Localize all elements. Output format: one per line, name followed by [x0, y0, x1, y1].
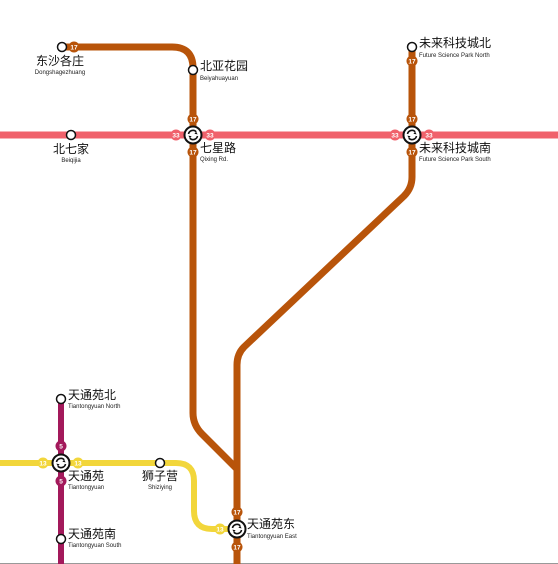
station-name-en: Qixing Rd.	[200, 157, 228, 163]
line-17-badge: 17	[231, 506, 243, 518]
station-name-en: Tiantongyuan	[68, 485, 104, 491]
line-5-badge: 5	[55, 440, 67, 452]
line-5-badge: 5	[55, 475, 67, 487]
svg-text:17: 17	[70, 44, 78, 51]
station-tiantongyuan-north-marker[interactable]	[55, 393, 67, 405]
line-33-badge: 33	[389, 129, 401, 141]
svg-text:13: 13	[74, 460, 82, 467]
station-name-zh: 天通苑北	[68, 388, 116, 402]
station-name-zh: 狮子营	[142, 469, 178, 483]
line-17-east-branch	[233, 47, 416, 469]
line-17-badge: 17	[68, 41, 80, 53]
line-17-badge: 17	[187, 146, 199, 158]
interchange-icon[interactable]	[227, 519, 247, 539]
line-13-badge: 13	[37, 457, 49, 469]
svg-text:17: 17	[233, 544, 241, 551]
station-name-zh: 天通苑东	[247, 517, 295, 531]
station-tiantongyuan-south-marker[interactable]	[55, 533, 67, 545]
line-33-badge: 33	[423, 129, 435, 141]
svg-text:33: 33	[425, 132, 433, 139]
svg-text:13: 13	[216, 526, 224, 533]
station-name-en: Tiantongyuan South	[68, 543, 121, 549]
interchange-icon[interactable]	[402, 125, 422, 145]
line-13-badge: 13	[214, 523, 226, 535]
svg-text:17: 17	[189, 149, 197, 156]
line-17-west-branch	[62, 43, 241, 564]
station-name-en: Shiziying	[148, 485, 172, 491]
station-fsp-north-marker[interactable]	[406, 41, 418, 53]
station-name-en: Future Science Park South	[419, 157, 491, 163]
line-17-badge: 17	[187, 113, 199, 125]
svg-text:33: 33	[206, 132, 214, 139]
station-dongshagezhuang-marker[interactable]	[56, 41, 68, 53]
station-name-en: Dongshagezhuang	[35, 70, 85, 76]
line-17-badge: 17	[406, 146, 418, 158]
svg-text:33: 33	[391, 132, 399, 139]
line-33-badge: 33	[204, 129, 216, 141]
station-name-zh: 东沙各庄	[36, 53, 84, 68]
station-name-zh: 天通苑	[68, 469, 104, 483]
svg-text:17: 17	[233, 509, 241, 516]
svg-text:5: 5	[59, 443, 63, 450]
line-13-track	[0, 460, 237, 532]
station-name-zh: 北七家	[53, 141, 89, 156]
line-33-badge: 33	[170, 129, 182, 141]
station-name-zh: 天通苑南	[68, 526, 116, 541]
station-beiqijia-marker[interactable]	[65, 129, 77, 141]
svg-text:17: 17	[408, 116, 416, 123]
station-shiziying-marker[interactable]	[154, 457, 166, 469]
line-17-badge: 17	[231, 541, 243, 553]
station-name-en: Future Science Park North	[419, 53, 490, 59]
station-name-en: Beiyahuayuan	[200, 76, 238, 82]
svg-text:17: 17	[408, 58, 416, 65]
station-name-zh: 未来科技城南	[419, 140, 491, 155]
svg-text:13: 13	[39, 460, 47, 467]
line-17-badge: 17	[406, 113, 418, 125]
line-13-badge: 13	[72, 457, 84, 469]
svg-text:17: 17	[408, 149, 416, 156]
svg-text:33: 33	[172, 132, 180, 139]
station-name-en: Beiqijia	[61, 158, 81, 164]
svg-text:17: 17	[189, 116, 197, 123]
station-name-en: Tiantongyuan East	[247, 534, 297, 540]
station-name-zh: 未来科技城北	[419, 36, 491, 50]
station-beiyahuayuan-marker[interactable]	[187, 64, 199, 76]
line-17-badge: 17	[406, 55, 418, 67]
station-name-en: Tiantongyuan North	[68, 404, 120, 410]
svg-text:5: 5	[59, 478, 63, 485]
interchange-icon[interactable]	[51, 453, 71, 473]
station-name-zh: 北亚花园	[200, 58, 248, 73]
interchange-icon[interactable]	[183, 125, 203, 145]
station-name-zh: 七星路	[200, 140, 236, 155]
